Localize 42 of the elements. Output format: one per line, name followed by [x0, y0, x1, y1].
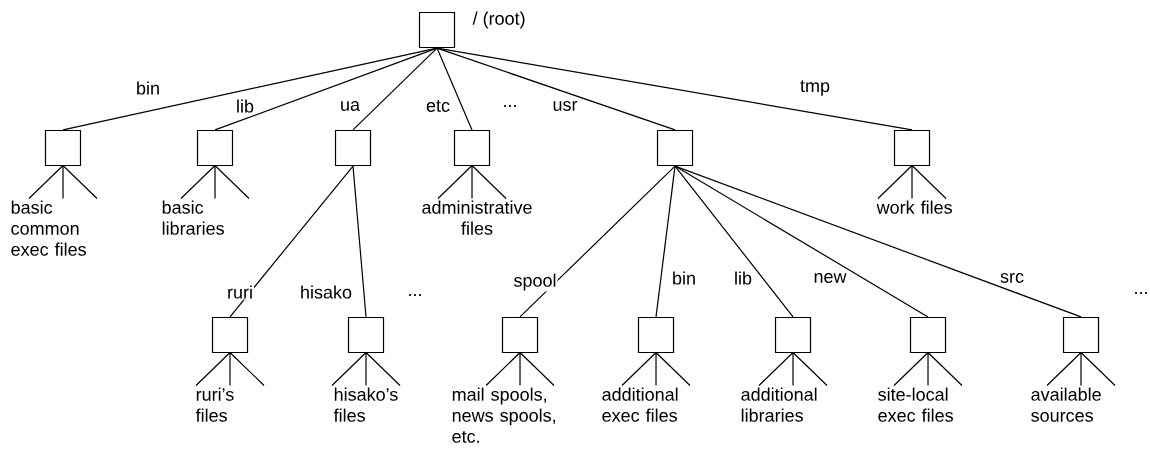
edge-label: hisako — [299, 284, 353, 300]
tree-line — [229, 165, 354, 318]
edge-label: lib — [733, 270, 753, 286]
description-text: / (root) — [472, 11, 525, 29]
edge-label: ua — [339, 100, 361, 112]
tree-line — [674, 165, 794, 318]
tree-line — [519, 165, 676, 318]
description-text: work files — [876, 200, 952, 214]
tree-line — [214, 47, 438, 131]
description-text: hisako’s files — [333, 387, 398, 422]
description-text: available sources — [1031, 387, 1101, 422]
tree-line — [436, 47, 473, 131]
tree-line — [436, 47, 913, 131]
ellipsis-label: ... — [504, 105, 516, 107]
tree-line — [655, 165, 676, 318]
description-text: mail spools, news spools, etc. — [452, 387, 555, 443]
description-text: administrative files — [422, 200, 532, 235]
tree-line — [352, 165, 367, 318]
tree-line — [436, 47, 676, 131]
tree-line — [674, 165, 1082, 318]
ellipsis-label: ... — [409, 294, 421, 296]
description-text: ruri’s files — [195, 387, 234, 422]
description-text: additional exec files — [602, 387, 678, 422]
description-text: additional libraries — [741, 387, 817, 422]
edge-label: tmp — [799, 79, 831, 97]
directory-box — [656, 129, 694, 167]
directory-box — [334, 129, 372, 167]
tree-line — [674, 165, 929, 318]
description-text: basic libraries — [162, 200, 224, 235]
ellipsis-label: ... — [1135, 292, 1147, 294]
edge-label: spool — [512, 272, 558, 292]
description-text: site-local exec files — [878, 387, 953, 422]
edge-label: bin — [135, 80, 161, 96]
edge-label: etc — [425, 99, 451, 113]
edge-label: lib — [235, 98, 255, 114]
edge-label: usr — [551, 100, 579, 112]
edge-label: ruri — [226, 284, 254, 300]
edge-label: bin — [671, 270, 697, 286]
edge-label: src — [999, 272, 1025, 284]
edge-label: new — [812, 272, 848, 284]
tree-line — [352, 47, 438, 131]
description-text: basic common exec files — [11, 200, 86, 256]
